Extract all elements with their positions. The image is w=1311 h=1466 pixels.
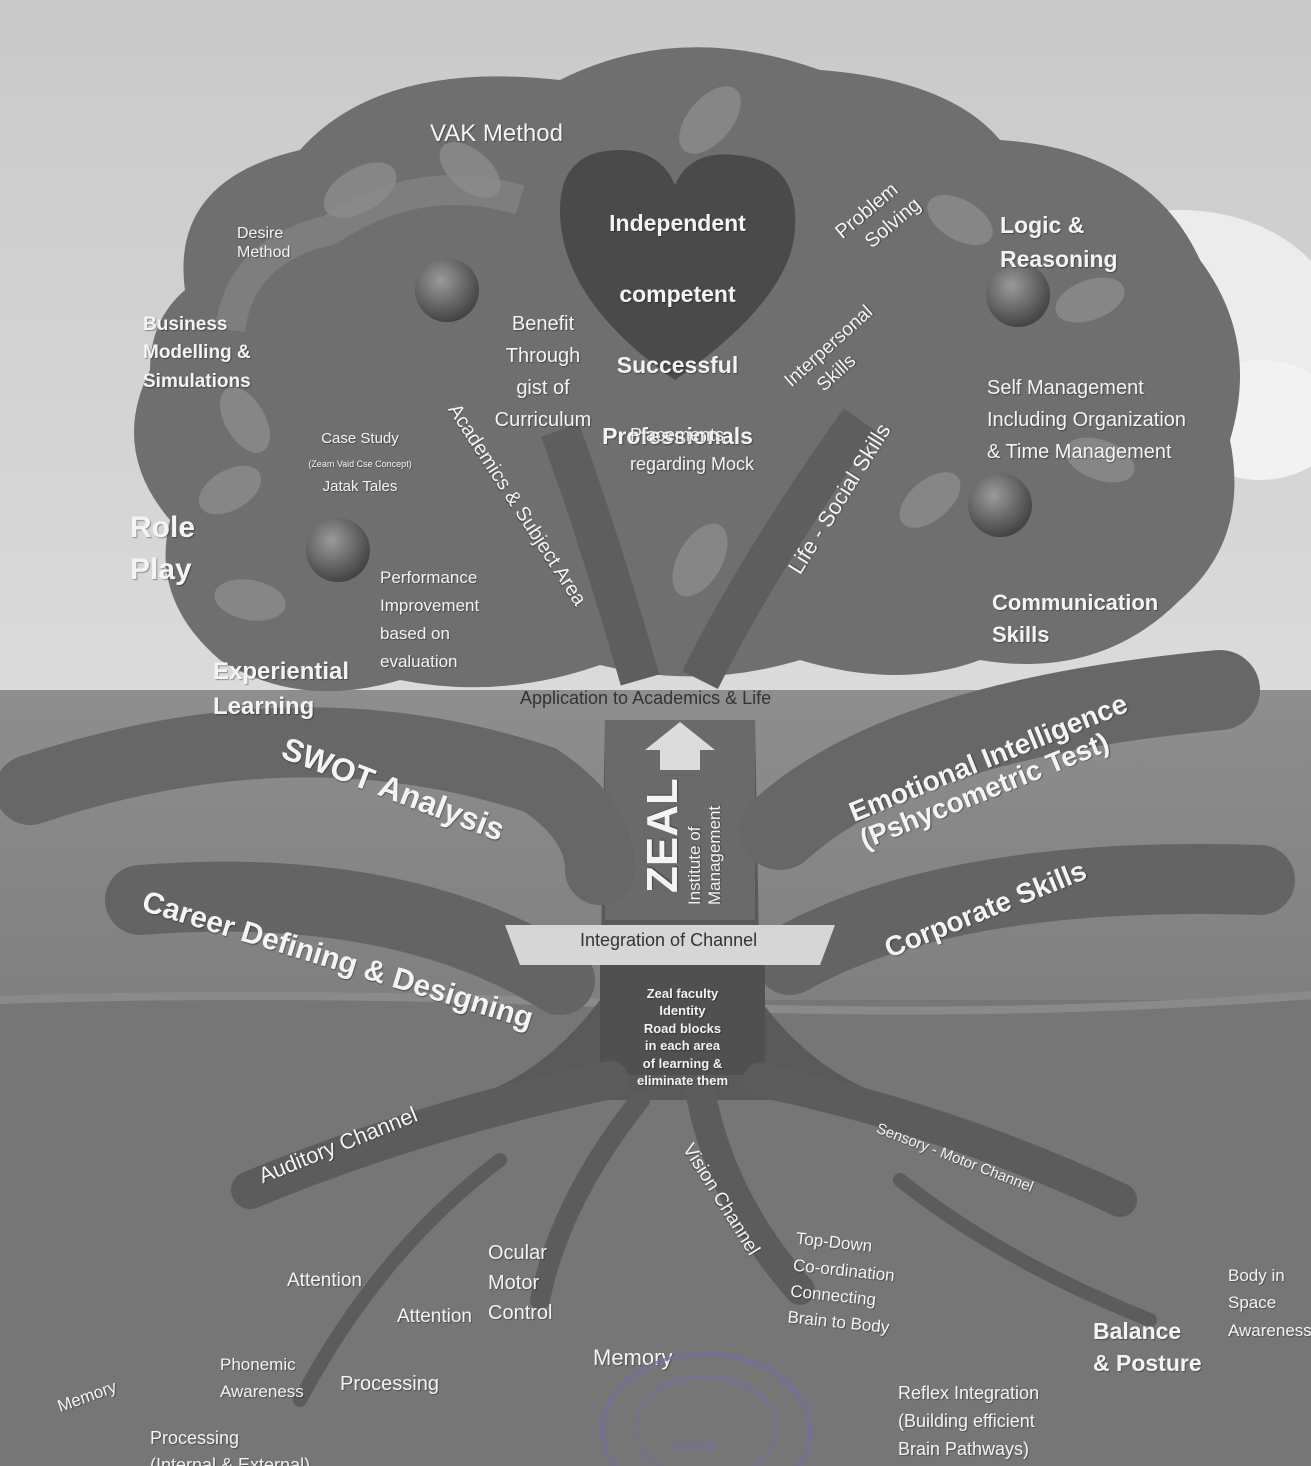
- processing-internal-external-label: Processing(Internal & External): [150, 1428, 311, 1466]
- balance-posture-label: Balance& Posture: [1093, 1318, 1202, 1377]
- application-label: Application to Academics & Life: [520, 688, 772, 708]
- attention-label-2: Attention: [397, 1306, 472, 1327]
- heart-center-text: Independent competent Successful Profess…: [580, 170, 775, 455]
- attention-label-1: Attention: [287, 1270, 362, 1291]
- integration-label: Integration of Channel: [580, 930, 758, 950]
- processing-label: Processing: [340, 1373, 439, 1395]
- stamp-inner-ring: [633, 1375, 777, 1466]
- case-study-label: Case Study(Zeam Vaid Cse Concept)Jatak T…: [308, 430, 412, 495]
- center-line-3: Successful: [616, 352, 739, 379]
- stamp-text: Direct: [671, 1437, 713, 1454]
- vak-method-label: VAK Method: [430, 120, 563, 147]
- center-line-2: competent: [619, 280, 736, 307]
- center-line-1: Independent: [609, 209, 746, 236]
- logic-reasoning-label: Logic &Reasoning: [1000, 212, 1118, 272]
- zeal-logo: ZEAL: [638, 778, 687, 893]
- center-line-4: Professionals: [602, 423, 753, 450]
